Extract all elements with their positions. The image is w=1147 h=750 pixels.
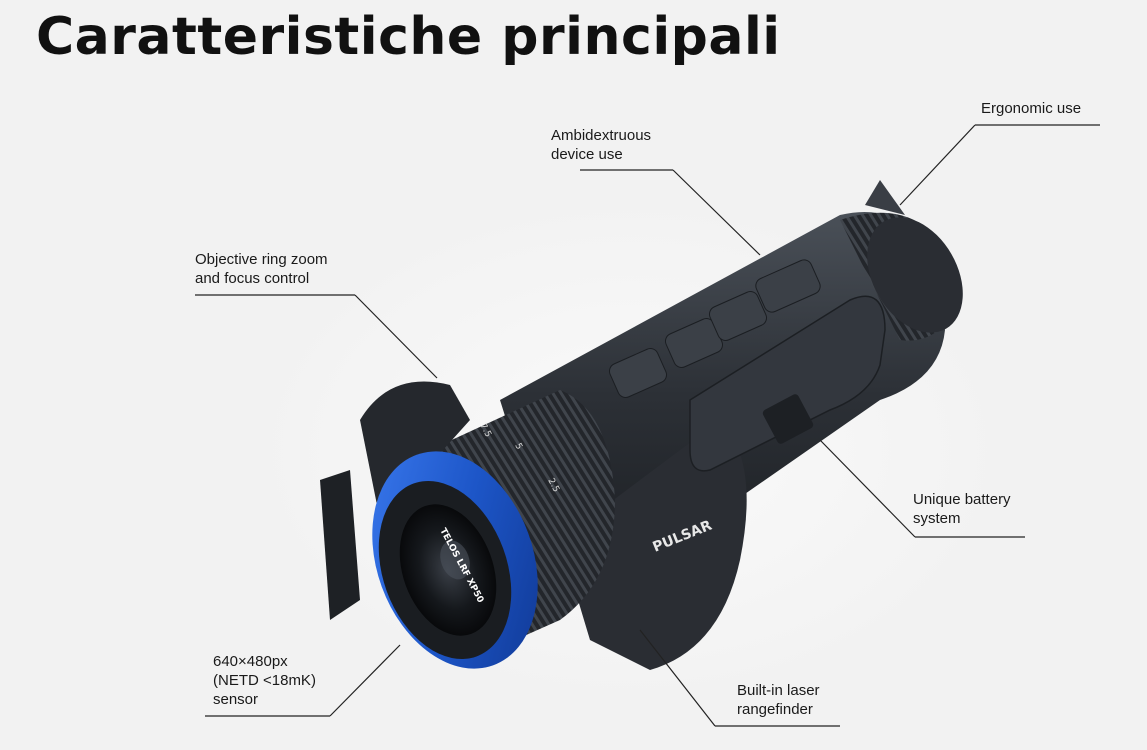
callout-ergonomic-use: Ergonomic use: [981, 100, 1082, 117]
callout-objective-ring: Objective ring zoom and focus control: [195, 251, 328, 287]
leader-lines: [195, 124, 1100, 727]
zoom-mark-5: 5: [512, 442, 524, 452]
callout-ambidextrous: Ambidextruous device use: [551, 127, 652, 163]
monocular-body: [320, 180, 963, 670]
page-title: Caratteristiche principali: [36, 7, 781, 67]
callout-battery-system: Unique battery system: [913, 491, 1011, 527]
callout-sensor: 640×480px (NETD <18mK) sensor: [213, 653, 316, 708]
callout-rangefinder: Built-in laser rangefinder: [737, 682, 820, 718]
